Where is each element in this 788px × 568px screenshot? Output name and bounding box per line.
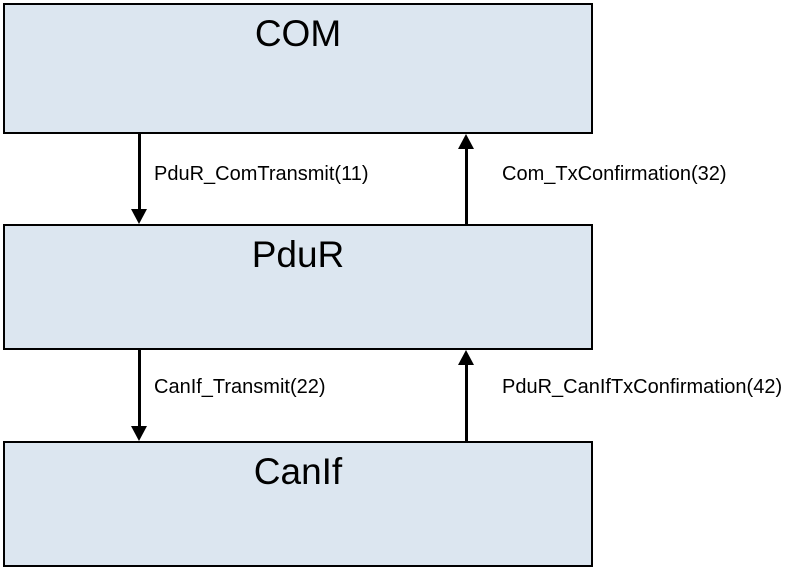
arrow-down-pdur-to-canif <box>131 350 148 441</box>
arrowhead-up-icon <box>458 350 474 365</box>
layer-title-com: COM <box>254 13 342 54</box>
arrow-shaft <box>465 149 468 224</box>
call-label-canif-transmit: CanIf_Transmit(22) <box>154 376 326 398</box>
arrow-down-com-to-pdur <box>131 134 148 224</box>
layer-title-pdur: PduR <box>251 234 345 275</box>
arrow-up-canif-to-pdur <box>458 350 475 441</box>
layer-box-canif: CanIf <box>3 441 593 567</box>
arrow-shaft <box>138 134 141 209</box>
arrowhead-up-icon <box>458 134 474 149</box>
call-label-com-txconfirmation: Com_TxConfirmation(32) <box>502 163 727 185</box>
layer-title-canif: CanIf <box>253 451 343 492</box>
layer-box-com: COM <box>3 3 593 134</box>
arrowhead-down-icon <box>131 426 147 441</box>
arrow-shaft <box>138 350 141 426</box>
arrow-up-pdur-to-com <box>458 134 475 224</box>
arrowhead-down-icon <box>131 209 147 224</box>
arrow-shaft <box>465 365 468 441</box>
layer-box-pdur: PduR <box>3 224 593 350</box>
call-label-pdur-comtransmit: PduR_ComTransmit(11) <box>154 163 369 185</box>
call-label-pdur-caniftxconfirmation: PduR_CanIfTxConfirmation(42) <box>502 376 783 398</box>
